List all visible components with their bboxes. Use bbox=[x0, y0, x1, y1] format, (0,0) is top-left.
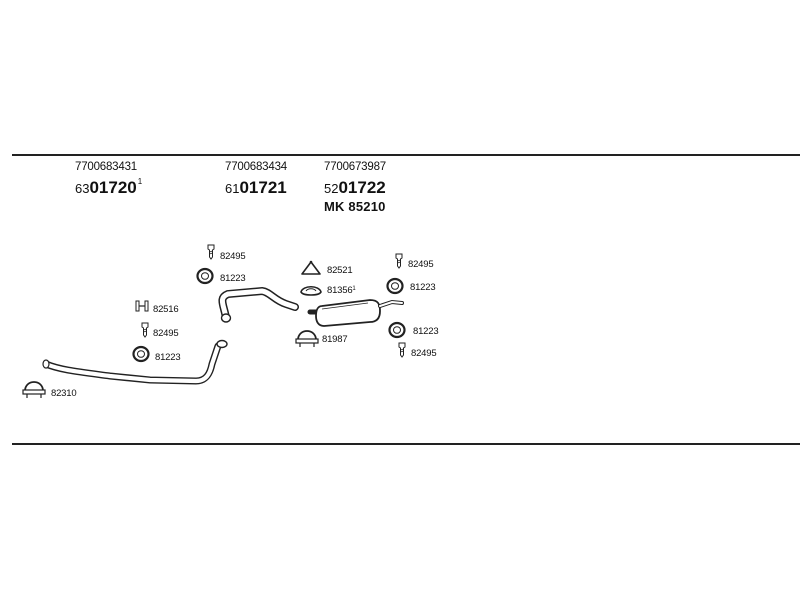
label-81356-number: 81356 bbox=[327, 285, 353, 296]
bolt-icon bbox=[398, 342, 406, 358]
ref-prefix: 52 bbox=[324, 180, 339, 196]
ref-superscript: 1 bbox=[137, 176, 143, 186]
oem-number: 7700673987 bbox=[324, 161, 386, 173]
label-81223: 81223 bbox=[220, 273, 246, 284]
bolt-icon bbox=[207, 244, 215, 260]
hanger-icon bbox=[301, 260, 321, 275]
bottom-divider-line bbox=[12, 443, 800, 445]
top-divider-line bbox=[12, 154, 800, 156]
part-number-group-rear-silencer: 7700673987 5201722 MK 85210 bbox=[324, 161, 386, 214]
gasket-icon bbox=[300, 285, 322, 296]
reference-number: 6101721 bbox=[225, 179, 287, 197]
front-exhaust-pipe bbox=[42, 339, 228, 385]
label-82521: 82521 bbox=[327, 265, 353, 276]
bolt-icon bbox=[141, 322, 149, 338]
ref-main: 01722 bbox=[338, 177, 386, 197]
label-82495: 82495 bbox=[220, 251, 246, 262]
exhaust-clamp-icon bbox=[295, 330, 319, 348]
label-82495: 82495 bbox=[408, 259, 434, 270]
rubber-ring-icon bbox=[388, 321, 406, 339]
label-82310: 82310 bbox=[51, 388, 77, 399]
part-number-group-middle-pipe: 7700683434 6101721 bbox=[225, 161, 287, 197]
rear-silencer bbox=[307, 299, 404, 327]
label-81223: 81223 bbox=[410, 282, 436, 293]
mounting-kit-number: MK 85210 bbox=[324, 198, 386, 214]
label-81356: 813561 bbox=[327, 286, 356, 296]
ref-main: 01720 bbox=[89, 177, 137, 197]
label-81987: 81987 bbox=[322, 334, 348, 345]
rubber-ring-icon bbox=[196, 267, 214, 285]
bolt-icon bbox=[395, 253, 403, 269]
reference-number: 5201722 bbox=[324, 179, 386, 197]
middle-exhaust-pipe bbox=[218, 286, 299, 323]
label-82495: 82495 bbox=[153, 328, 179, 339]
oem-number: 7700683431 bbox=[75, 161, 137, 173]
label-82495: 82495 bbox=[411, 348, 437, 359]
rubber-ring-icon bbox=[386, 277, 404, 295]
label-81223: 81223 bbox=[155, 352, 181, 363]
bracket-icon bbox=[135, 300, 149, 312]
ref-prefix: 61 bbox=[225, 180, 240, 196]
label-81223: 81223 bbox=[413, 326, 439, 337]
ref-main: 01721 bbox=[239, 177, 287, 197]
reference-number: 63017201 bbox=[75, 176, 143, 197]
ref-prefix: 63 bbox=[75, 180, 90, 196]
label-82516: 82516 bbox=[153, 304, 179, 315]
rubber-ring-icon bbox=[132, 345, 150, 363]
label-81356-superscript: 1 bbox=[352, 286, 356, 292]
exhaust-clamp-icon bbox=[22, 381, 46, 399]
part-number-group-front-pipe: 7700683431 63017201 bbox=[75, 161, 143, 197]
oem-number: 7700683434 bbox=[225, 161, 287, 173]
